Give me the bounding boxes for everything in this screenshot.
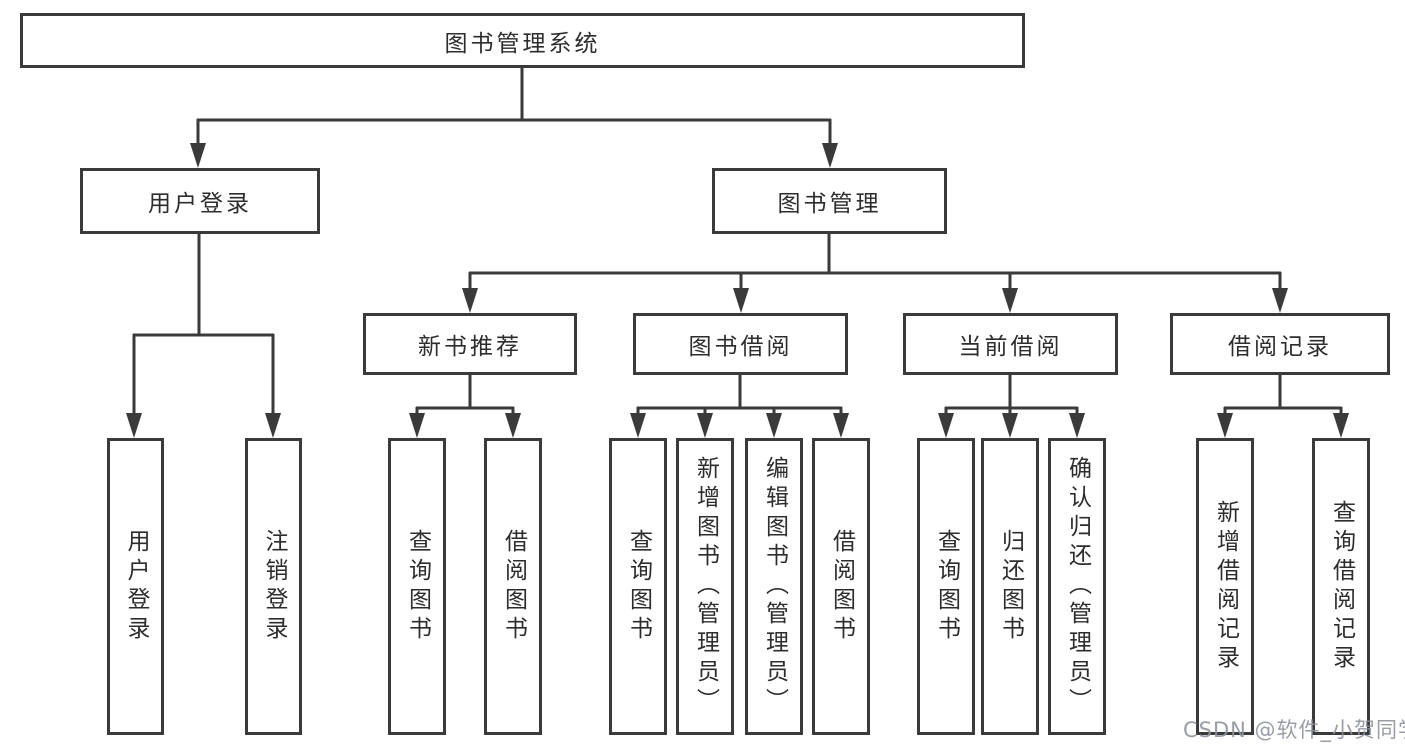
- leaf-borrow-books-label: 借阅图书: [828, 528, 855, 645]
- leaf-user-login: 用户登录: [107, 438, 164, 735]
- node-new-book-recommendation-label: 新书推荐: [418, 334, 522, 360]
- csdn-watermark: CSDN @软件_小贺同学: [1183, 718, 1405, 742]
- leaf-query-books-borrow: 查询图书: [609, 438, 667, 735]
- leaf-return-books: 归还图书: [981, 438, 1039, 735]
- leaf-add-borrow-record: 新增借阅记录: [1196, 438, 1254, 735]
- node-user-login: 用户登录: [80, 168, 320, 234]
- node-borrowing-records-label: 借阅记录: [1228, 334, 1332, 360]
- connector-borrowing-records: [1223, 375, 1343, 417]
- leaf-query-books-current: 查询图书: [917, 438, 975, 735]
- leaf-confirm-return-admin: 确认归还（管理员）: [1048, 438, 1106, 735]
- connector-book-management: [468, 234, 1282, 291]
- leaf-add-borrow-record-label: 新增借阅记录: [1212, 499, 1239, 674]
- connector-current-borrowing: [944, 375, 1079, 417]
- node-book-management-label: 图书管理: [777, 191, 882, 217]
- arrowheads: [126, 143, 1349, 438]
- leaf-logout: 注销登录: [245, 438, 302, 735]
- leaf-query-books-borrow-label: 查询图书: [625, 528, 652, 645]
- connector-root: [196, 68, 832, 146]
- leaf-confirm-return-admin-label: 确认归还（管理员）: [1064, 456, 1091, 717]
- leaf-add-books-admin-label: 新增图书（管理员）: [692, 456, 719, 717]
- node-current-borrowing-label: 当前借阅: [958, 334, 1063, 360]
- node-borrowing-records: 借阅记录: [1170, 313, 1390, 375]
- leaf-edit-books-admin-label: 编辑图书（管理员）: [761, 456, 788, 717]
- node-current-borrowing: 当前借阅: [903, 313, 1118, 375]
- leaf-borrow-books-recommend-label: 借阅图书: [500, 528, 527, 645]
- node-book-borrowing-label: 图书借阅: [688, 334, 793, 360]
- leaf-add-books-admin: 新增图书（管理员）: [676, 438, 734, 735]
- connector-user-login: [132, 234, 275, 416]
- leaf-edit-books-admin: 编辑图书（管理员）: [745, 438, 803, 735]
- leaf-query-borrow-record-label: 查询借阅记录: [1328, 499, 1355, 674]
- node-root-label: 图书管理系统: [444, 30, 601, 57]
- node-user-login-label: 用户登录: [148, 191, 252, 217]
- leaf-query-books-current-label: 查询图书: [933, 528, 960, 645]
- node-book-borrowing: 图书借阅: [633, 313, 848, 375]
- node-root: 图书管理系统: [20, 13, 1025, 68]
- leaf-return-books-label: 归还图书: [997, 528, 1024, 645]
- leaf-query-borrow-record: 查询借阅记录: [1312, 438, 1370, 735]
- leaf-borrow-books-recommend: 借阅图书: [484, 438, 542, 735]
- node-new-book-recommendation: 新书推荐: [363, 313, 577, 375]
- leaf-query-books-recommend-label: 查询图书: [404, 528, 431, 645]
- leaf-user-login-label: 用户登录: [123, 528, 149, 645]
- leaf-query-books-recommend: 查询图书: [388, 438, 446, 735]
- connector-book-borrowing: [636, 375, 843, 417]
- leaf-borrow-books: 借阅图书: [812, 438, 870, 735]
- connector-new-book-recommendation: [415, 375, 515, 417]
- node-book-management: 图书管理: [712, 168, 947, 234]
- leaf-logout-label: 注销登录: [261, 528, 287, 645]
